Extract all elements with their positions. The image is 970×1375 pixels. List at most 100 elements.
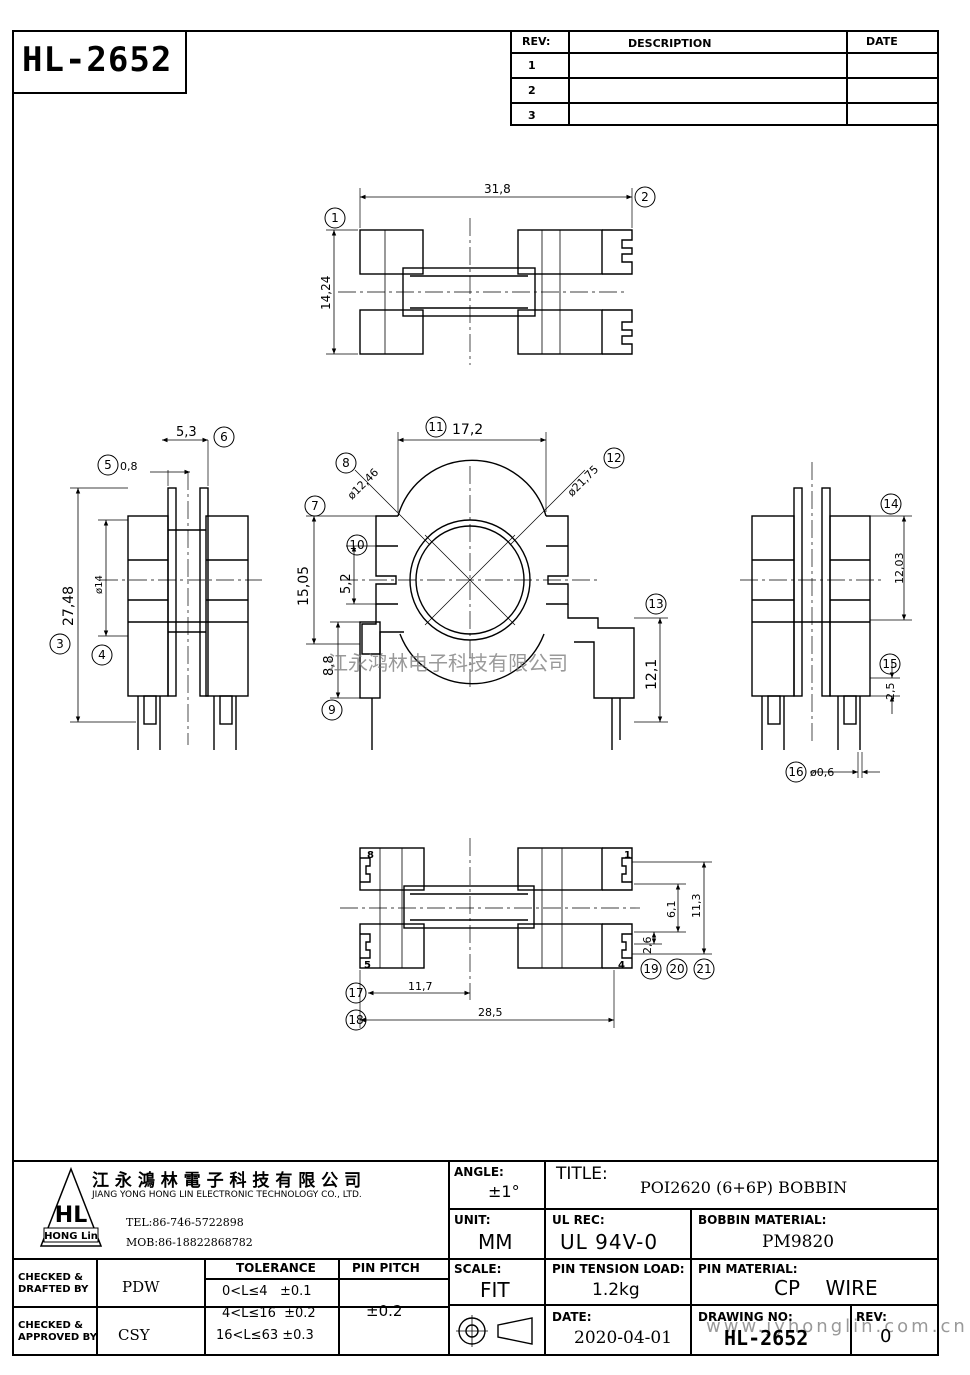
rev-row-1: 1	[528, 59, 536, 72]
rev-label: REV:	[856, 1310, 887, 1324]
rev-value: 0	[880, 1326, 892, 1347]
bobbin-material-value: PM9820	[762, 1232, 835, 1252]
dim-2-6: 2,6	[641, 937, 654, 955]
pin-numbers: 8 1 5 4	[364, 850, 631, 971]
balloon-17: 17	[348, 986, 363, 1000]
front-view	[306, 432, 668, 750]
rev-row-3: 3	[528, 109, 536, 122]
pin-tension-value: 1.2kg	[592, 1280, 640, 1300]
date-label: DATE:	[552, 1310, 592, 1324]
dim-12-1: 12,1	[644, 659, 660, 690]
drawing-no-label: DRAWING NO:	[698, 1310, 793, 1324]
pin-tension-label: PIN TENSION LOAD:	[552, 1262, 685, 1276]
balloon-6: 6	[220, 430, 228, 444]
checked-approved-label: CHECKED & APPROVED BY	[18, 1320, 97, 1343]
balloon-12: 12	[606, 451, 621, 465]
dim-dia-0-6: ø0,6	[810, 766, 834, 779]
unit-value: MM	[478, 1230, 513, 1254]
pin-pitch-label: PIN PITCH	[352, 1261, 420, 1275]
rev-row-2: 2	[528, 84, 536, 97]
balloon-1: 1	[331, 211, 339, 225]
revision-table: REV: DESCRIPTION DATE 1 2 3	[510, 30, 939, 126]
pin-label-4: 4	[618, 960, 625, 971]
technical-drawing: 1 2 3 4 5 6 7 8 9 10 11 12 13 14 15 16 1…	[49, 182, 912, 1031]
pin-material-value: CP WIRE	[774, 1276, 878, 1300]
dim-2-5: 2,5	[884, 683, 897, 701]
company-tel: TEL:86-746-5722898	[126, 1216, 244, 1229]
tolerance-label: TOLERANCE	[236, 1261, 316, 1275]
logo-caption: HONG Lin	[44, 1231, 98, 1242]
description-header: DESCRIPTION	[628, 37, 712, 50]
scale-label: SCALE:	[454, 1262, 502, 1276]
balloon-13: 13	[648, 597, 663, 611]
balloon-4: 4	[98, 648, 106, 662]
top-view	[326, 188, 633, 365]
dim-5-2: 5,2	[339, 573, 354, 594]
bobbin-material-label: BOBBIN MATERIAL:	[698, 1213, 827, 1227]
balloon-circles	[49, 186, 902, 1031]
title-value: POI2620 (6+6P) BOBBIN	[640, 1178, 848, 1197]
balloon-5: 5	[104, 458, 112, 472]
pin-material-label: PIN MATERIAL:	[698, 1262, 798, 1276]
dim-dia-12-46: ø12,46	[345, 466, 381, 502]
projection-symbol	[456, 1315, 533, 1347]
company-mob: MOB:86-18822868782	[126, 1236, 253, 1249]
company-logo: HL HONG Lin	[39, 1166, 103, 1247]
dim-17-2: 17,2	[452, 422, 483, 438]
company-watermark: 江永鸿林电子科技有限公司	[328, 651, 568, 675]
scale-value: FIT	[480, 1278, 510, 1302]
drawing-number-box	[12, 30, 187, 94]
dim-dia-21-75: ø21,75	[565, 463, 601, 499]
date-value: 2020-04-01	[574, 1328, 673, 1348]
balloon-10: 10	[349, 538, 364, 552]
ul-value: UL 94V-0	[560, 1230, 659, 1254]
tolerance-row-2: 4<L≤16 ±0.2	[222, 1306, 316, 1321]
drawing-no-value: HL-2652	[724, 1326, 809, 1350]
title-block: HL HONG Lin 江 永 鴻 林 電 子 科 技 有 限 公 司 JIAN…	[12, 1160, 939, 1356]
dim-28-5: 28,5	[478, 1006, 503, 1019]
balloon-numbers: 1 2 3 4 5 6 7 8 9 10 11 12 13 14 15 16 1…	[56, 190, 898, 1027]
date-header: DATE	[866, 35, 898, 48]
balloon-11: 11	[428, 420, 443, 434]
pin-label-8: 8	[367, 850, 374, 861]
dim-27-48: 27,48	[61, 586, 77, 626]
balloon-20: 20	[669, 962, 684, 976]
balloon-9: 9	[328, 703, 336, 717]
pin-label-1: 1	[624, 850, 631, 861]
balloon-18: 18	[348, 1013, 363, 1027]
unit-label: UNIT:	[454, 1213, 491, 1227]
ul-label: UL REC:	[552, 1213, 605, 1227]
dim-11-7: 11,7	[408, 980, 433, 993]
dim-15-05: 15,05	[296, 566, 312, 606]
tolerance-row-3: 16<L≤63 ±0.3	[216, 1328, 314, 1343]
title-label: TITLE:	[556, 1164, 608, 1184]
tolerance-row-1: 0<L≤4 ±0.1	[222, 1284, 312, 1299]
drawing-number: HL-2652	[22, 40, 173, 80]
site-watermark: www.jyhonglin.com.cn	[706, 1316, 968, 1337]
left-side-view	[70, 437, 262, 750]
balloon-7: 7	[311, 499, 319, 513]
balloon-14: 14	[883, 497, 898, 511]
balloon-16: 16	[788, 765, 803, 779]
dim-11-3: 11,3	[690, 894, 703, 919]
balloon-15: 15	[882, 657, 897, 671]
approver-name: CSY	[118, 1326, 150, 1344]
dim-12-03: 12,03	[893, 553, 906, 585]
company-name-cn: 江 永 鴻 林 電 子 科 技 有 限 公 司	[92, 1171, 362, 1191]
dim-5-3: 5,3	[176, 425, 197, 440]
balloon-2: 2	[641, 190, 649, 204]
angle-value: ±1°	[488, 1182, 520, 1201]
checked-drafted-label: CHECKED & DRAFTED BY	[18, 1272, 89, 1295]
dim-14-24: 14,24	[319, 276, 333, 310]
pin-pitch-value: ±0.2	[366, 1302, 403, 1320]
balloon-19: 19	[643, 962, 658, 976]
dim-0-8: 0,8	[120, 460, 138, 473]
dim-8-8: 8,8	[322, 655, 337, 676]
balloon-3: 3	[56, 637, 64, 651]
right-side-view	[740, 462, 912, 778]
drafter-name: PDW	[122, 1278, 160, 1296]
company-name-en: JIANG YONG HONG LIN ELECTRONIC TECHNOLOG…	[92, 1190, 362, 1200]
bottom-view	[340, 838, 712, 1028]
pin-label-5: 5	[364, 960, 371, 971]
dim-dia-14: ø14	[94, 575, 105, 594]
